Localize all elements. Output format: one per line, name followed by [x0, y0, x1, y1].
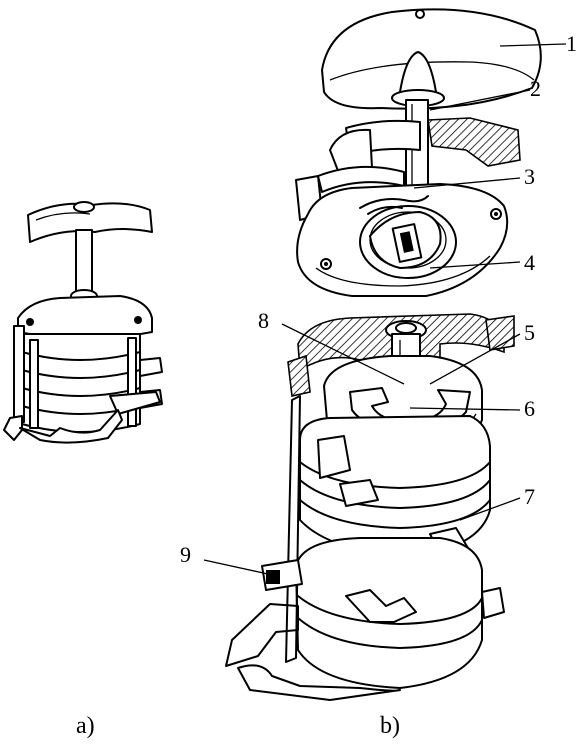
callout-7: 7: [524, 484, 535, 509]
callout-6: 6: [524, 396, 535, 421]
callout-8: 8: [258, 308, 269, 333]
callout-2: 2: [530, 76, 541, 101]
caption-b: b): [380, 713, 400, 739]
callout-leaders: [203, 43, 567, 575]
callout-5: 5: [524, 320, 535, 345]
callout-4: 4: [524, 250, 535, 275]
caption-a: a): [76, 713, 95, 739]
callout-1: 1: [566, 31, 577, 56]
callout-3: 3: [524, 164, 535, 189]
exploded-switch-drawing: [225, 8, 542, 701]
callout-9: 9: [180, 542, 191, 567]
assembled-switch-drawing: [3, 201, 163, 444]
